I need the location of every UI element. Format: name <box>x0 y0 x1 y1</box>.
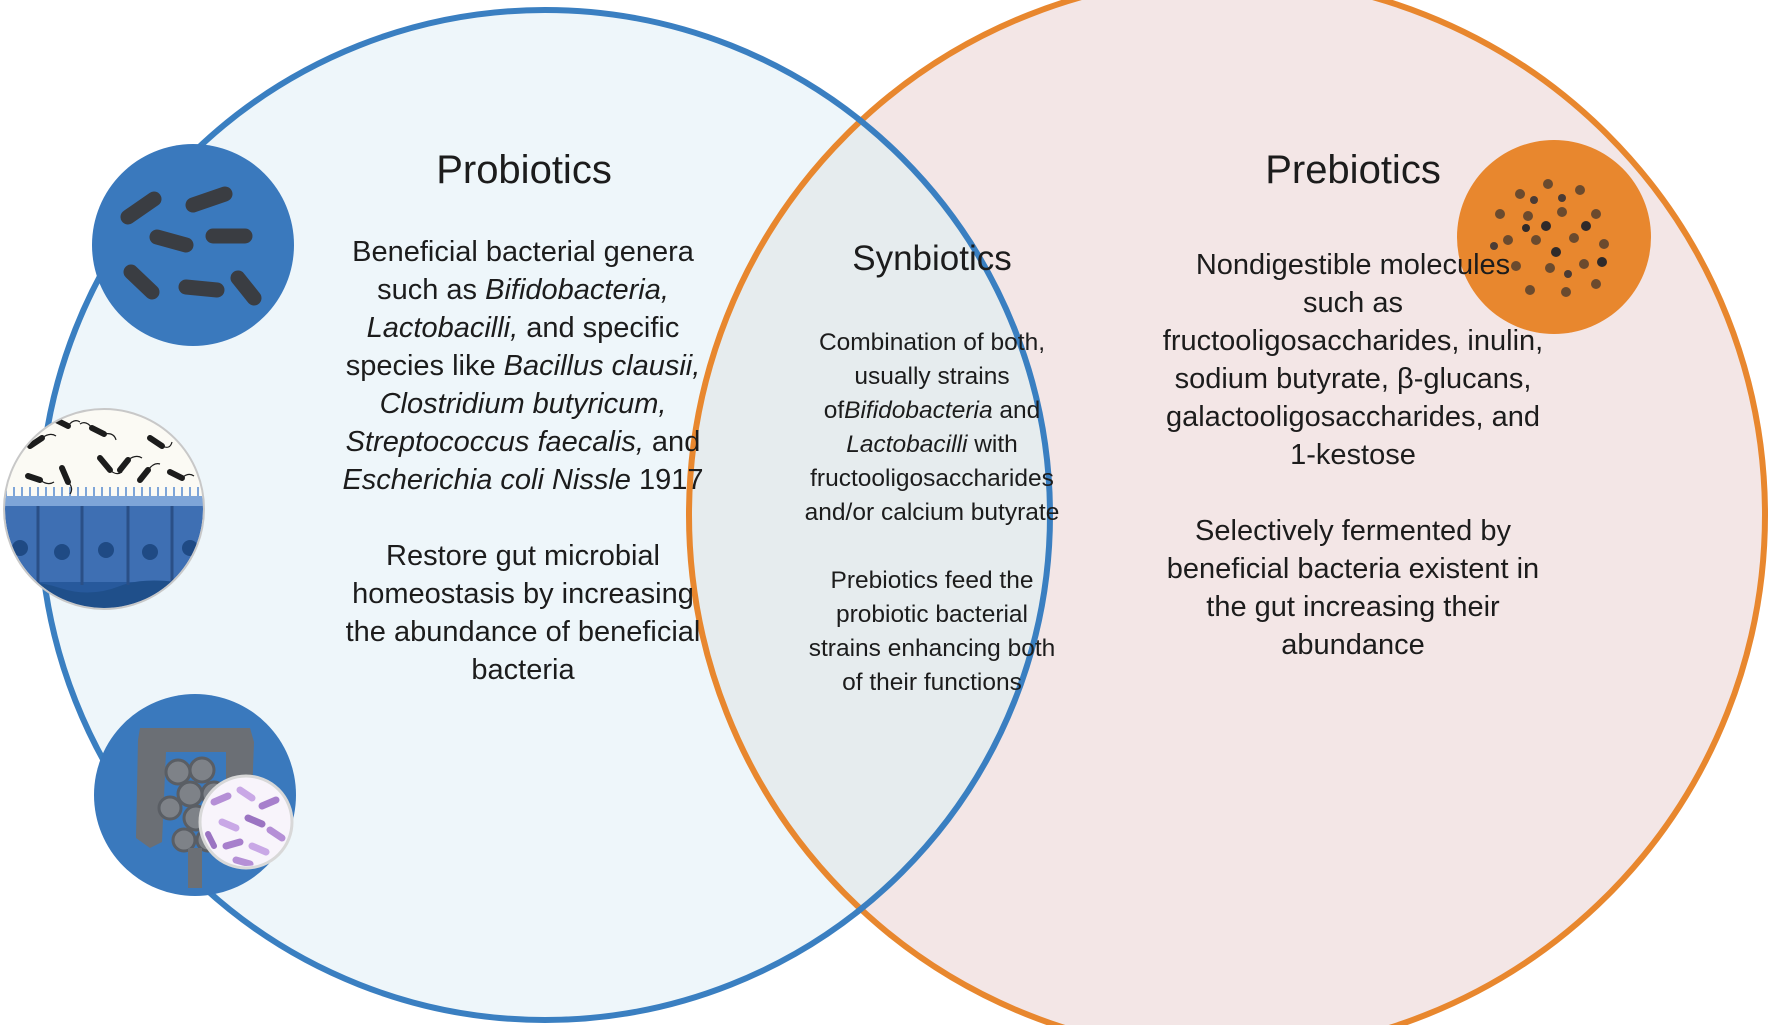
prebiotics-function: Selectively fermented by beneficial bact… <box>1166 515 1540 661</box>
prebiotics-description: Nondigestible molecules such as fructool… <box>1162 249 1544 471</box>
synbiotics-title: Synbiotics <box>852 239 1012 278</box>
prebiotics-text: Nondigestible molecules such as fructool… <box>1103 246 1603 664</box>
prebiotic-particles-icon <box>1457 140 1651 334</box>
bacteria-rods-icon <box>92 144 294 346</box>
probiotics-text: Beneficial bacterial genera such as Bifi… <box>283 233 763 689</box>
probiotics-description: Beneficial bacterial genera such as Bifi… <box>342 236 704 496</box>
synbiotics-overlap <box>689 10 1050 1020</box>
synbiotics-text: Combination of both, usually strains ofB… <box>762 326 1102 700</box>
synbiotics-function: Prebiotics feed the probiotic bacterial … <box>808 567 1056 696</box>
prebiotics-outline <box>686 0 1768 1025</box>
probiotics-function: Restore gut microbial homeostasis by inc… <box>345 540 701 686</box>
synbiotics-description: Combination of both, usually strains ofB… <box>804 329 1060 526</box>
prebiotics-title: Prebiotics <box>1265 148 1441 192</box>
gut-microbiome-icon <box>94 694 296 896</box>
probiotics-title: Probiotics <box>436 148 612 192</box>
